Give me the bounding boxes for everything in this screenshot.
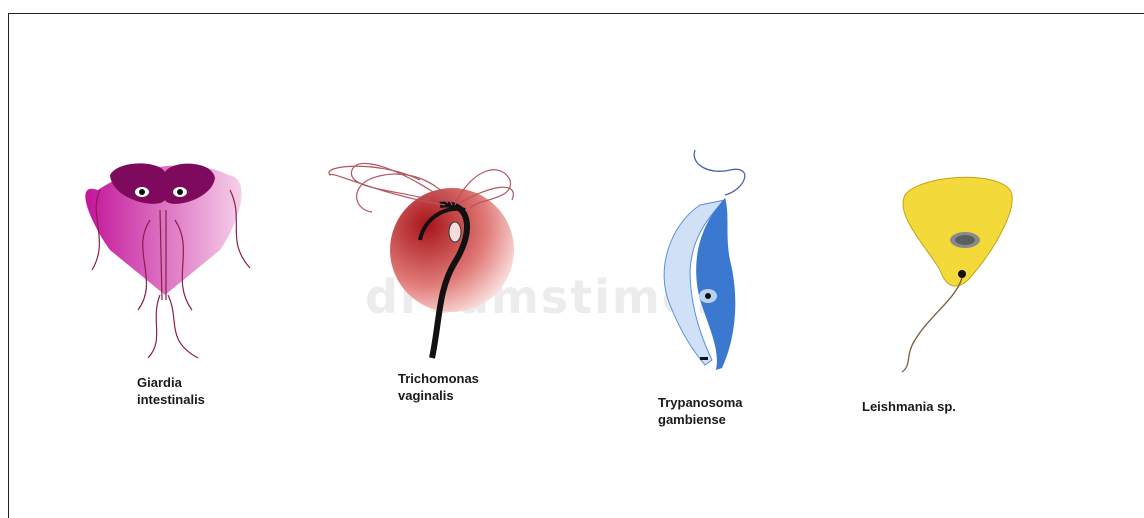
organism-label-trypanosoma: Trypanosoma gambiense [658,394,743,428]
organism-label-leishmania: Leishmania sp. [862,398,956,415]
leishmania-illustration [902,177,1012,372]
trichomonas-illustration [329,163,514,358]
organism-label-giardia: Giardia intestinalis [137,374,205,408]
trypanosoma-illustration [664,150,745,370]
giardia-illustration [85,163,250,358]
organism-label-trichomonas: Trichomonas vaginalis [398,370,479,404]
